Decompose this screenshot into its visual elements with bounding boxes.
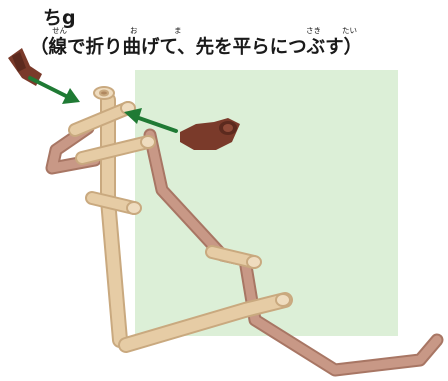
furigana-sen: せん: [52, 26, 67, 35]
furigana-ma: ま: [174, 26, 182, 35]
furigana-o: お: [130, 26, 138, 35]
end-piece-right: [180, 118, 240, 150]
furigana-tai: たい: [342, 26, 357, 35]
furigana-saki: さき: [306, 26, 321, 35]
caption: ちg せん お ま さき たい （線で折り曲げて、先を平らにつぶす）: [0, 0, 448, 70]
tube-ends: [93, 86, 291, 307]
arrow-right: [124, 108, 178, 133]
end-piece-left: [8, 48, 42, 86]
dark-tube-group: [45, 121, 444, 377]
step-title: ちg: [43, 7, 76, 29]
instruction-text: （線で折り曲げて、先を平らにつぶす）: [30, 37, 363, 58]
arrow-left: [28, 76, 80, 104]
